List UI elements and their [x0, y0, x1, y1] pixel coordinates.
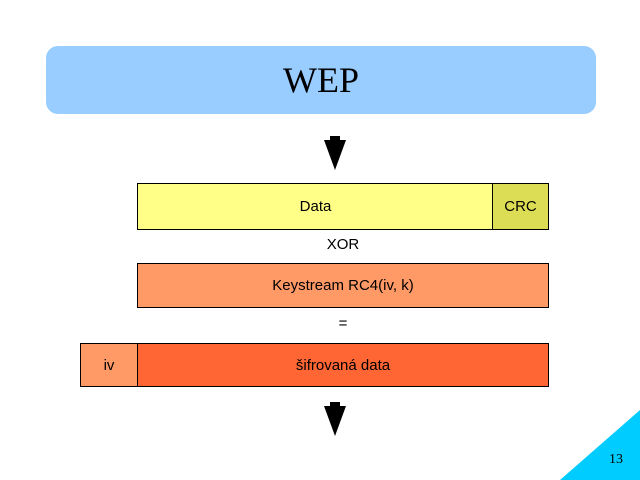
equals-label: =: [338, 315, 348, 332]
arrow-down-icon: [324, 136, 346, 170]
keystream-box: Keystream RC4(iv, k): [137, 263, 549, 308]
crc-label: CRC: [504, 198, 537, 215]
xor-label: XOR: [326, 236, 360, 253]
crc-box: CRC: [492, 183, 549, 230]
keystream-label: Keystream RC4(iv, k): [272, 277, 414, 294]
encrypted-data-box: šifrovaná data: [137, 343, 549, 387]
iv-label: iv: [103, 356, 115, 374]
iv-box: iv: [80, 343, 138, 387]
slide-title: WEP: [283, 60, 359, 100]
corner-decoration: [560, 410, 640, 480]
page-number: 13: [609, 452, 623, 467]
arrow-down-icon: [324, 402, 346, 436]
data-label: Data: [299, 198, 332, 215]
title-box: WEP: [46, 46, 596, 114]
data-box: Data: [137, 183, 494, 230]
encrypted-data-label: šifrovaná data: [295, 356, 391, 374]
